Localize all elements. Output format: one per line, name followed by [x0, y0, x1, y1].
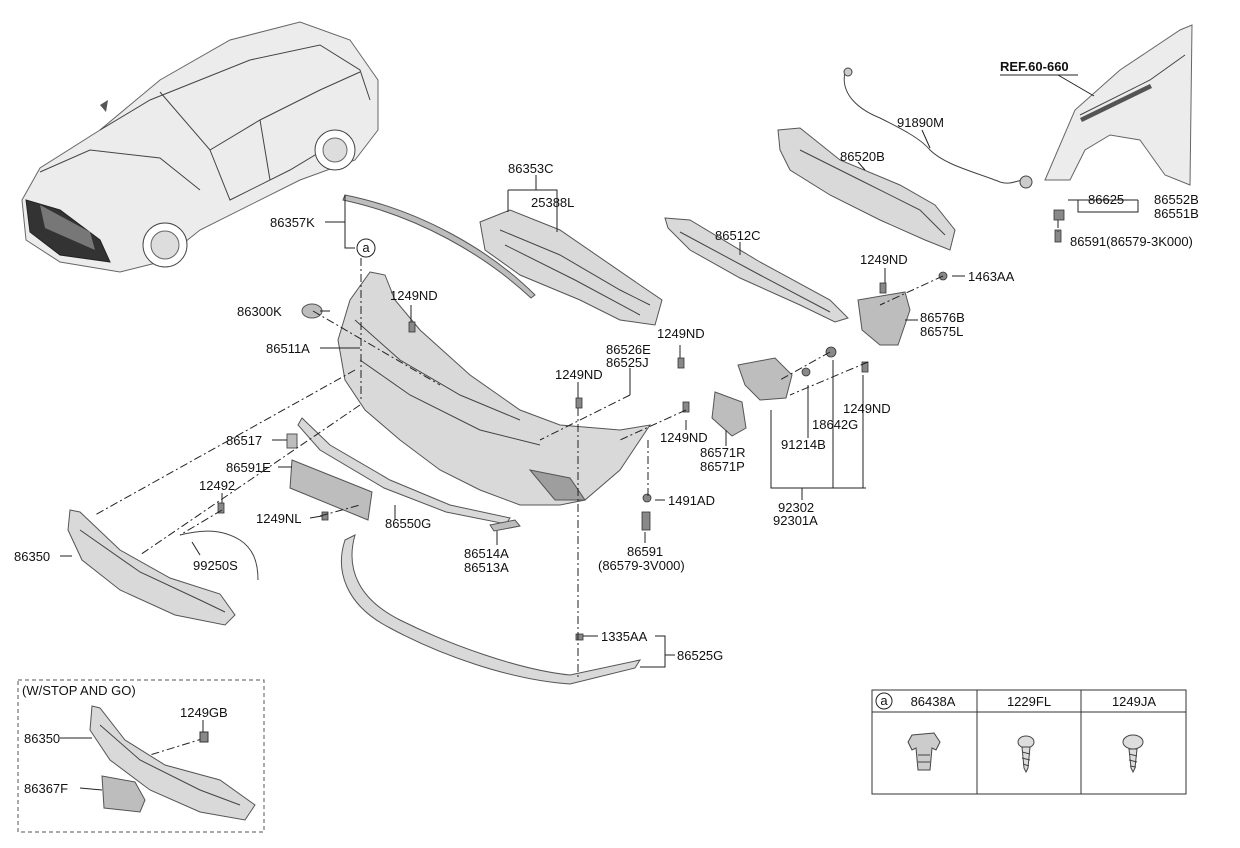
label-86525G: 86525G — [677, 648, 723, 663]
label-1491AD: 1491AD — [668, 493, 715, 508]
label-86571P: 86571P — [700, 459, 745, 474]
label-86526E: 86526E — [606, 342, 651, 357]
vehicle-illustration — [21, 21, 379, 273]
label-86512C: 86512C — [715, 228, 761, 243]
emblem-86300K — [301, 303, 323, 319]
label-86514A: 86514A — [464, 546, 509, 561]
table-key-circle — [875, 692, 893, 710]
label-99250S: 99250S — [193, 558, 238, 573]
label-86551B: 86551B — [1154, 206, 1199, 221]
sensor-wire-99250S — [179, 530, 259, 581]
label-86300K: 86300K — [237, 304, 282, 319]
wiring-91890M — [843, 71, 1029, 184]
label-86520B: 86520B — [840, 149, 885, 164]
label-86575L: 86575L — [920, 324, 963, 339]
label-86625: 86625 — [1088, 192, 1124, 207]
label-86550G: 86550G — [385, 516, 431, 531]
fender-illustration — [1044, 24, 1193, 186]
table-header-1: 86438A — [911, 694, 956, 709]
label-86576B: 86576B — [920, 310, 965, 325]
label-1249ND-c: 1249ND — [657, 326, 705, 341]
grille-86350 — [67, 509, 236, 626]
label-1463AA: 1463AA — [968, 269, 1015, 284]
label-18642G: 18642G — [812, 417, 858, 432]
label-86579-3V000: (86579-3V000) — [598, 558, 685, 573]
label-86513A: 86513A — [464, 560, 509, 575]
screw-1229FL-icon — [1017, 735, 1035, 774]
label-1249ND-a: 1249ND — [860, 252, 908, 267]
clip-86517 — [286, 433, 298, 449]
label-1249ND-b: 1249ND — [390, 288, 438, 303]
shield-86353C — [479, 209, 663, 326]
label-86511A: 86511A — [266, 341, 310, 356]
part-labels: REF.60-660 86357K 86353C 25388L 86520B 9… — [14, 59, 1199, 663]
label-91890M: 91890M — [897, 115, 944, 130]
stop-and-go-inset: (W/STOP AND GO) 1249GB 86350 86367F — [17, 679, 265, 833]
label-12492: 12492 — [199, 478, 235, 493]
label-25388L: 25388L — [531, 195, 574, 210]
fog-garnish-86571R — [711, 391, 747, 437]
fog-lamp-92302 — [737, 357, 793, 401]
label-92302: 92302 — [778, 500, 814, 515]
inset-label-86350: 86350 — [24, 731, 60, 746]
table-header-3: 1249JA — [1112, 694, 1156, 709]
molding-86357K — [342, 194, 536, 299]
label-86353C: 86353C — [508, 161, 554, 176]
bracket-86576B — [857, 291, 911, 346]
label-92301A: 92301A — [773, 513, 818, 528]
ref-leader — [1057, 74, 1095, 97]
moulding-86514A — [489, 519, 521, 532]
label-86571R: 86571R — [700, 445, 746, 460]
fastener-table: a 86438A 1229FL 1249JA — [871, 689, 1187, 795]
screw-1249JA-icon — [1122, 734, 1144, 774]
inset-grille-86350 — [89, 705, 256, 821]
label-1335AA: 1335AA — [601, 629, 648, 644]
table-key: a — [880, 693, 888, 708]
inset-label-86367F: 86367F — [24, 781, 68, 796]
label-1249ND-d: 1249ND — [555, 367, 603, 382]
label-86517: 86517 — [226, 433, 262, 448]
fasteners — [217, 209, 1065, 641]
label-86591-top: 86591(86579-3K000) — [1070, 234, 1193, 249]
label-1249ND-e: 1249ND — [660, 430, 708, 445]
clip-86438A-icon — [907, 732, 941, 771]
leader-lines — [60, 129, 1139, 791]
plate-86591E — [289, 459, 373, 521]
label-86591-mid: 86591 — [627, 544, 663, 559]
label-1249ND-f: 1249ND — [843, 401, 891, 416]
label-86350: 86350 — [14, 549, 50, 564]
label-1249NL: 1249NL — [256, 511, 302, 526]
label-91214B: 91214B — [781, 437, 826, 452]
inset-title: (W/STOP AND GO) — [22, 683, 136, 698]
absorber-86520B — [777, 127, 956, 251]
inset-label-1249GB: 1249GB — [180, 705, 228, 720]
assembly-lines — [94, 220, 1059, 756]
grille-86512C — [664, 217, 849, 323]
label-86552B: 86552B — [1154, 192, 1199, 207]
callout-circle-a — [356, 238, 376, 258]
callout-circle-a-label: a — [362, 240, 370, 255]
table-header-2: 1229FL — [1007, 694, 1051, 709]
label-ref-fender: REF.60-660 — [1000, 59, 1069, 74]
lower-lip-86525G — [341, 534, 642, 685]
label-86591E: 86591E — [226, 460, 271, 475]
label-86357K: 86357K — [270, 215, 315, 230]
label-86525J: 86525J — [606, 355, 649, 370]
inset-cover-86367F — [101, 775, 146, 813]
